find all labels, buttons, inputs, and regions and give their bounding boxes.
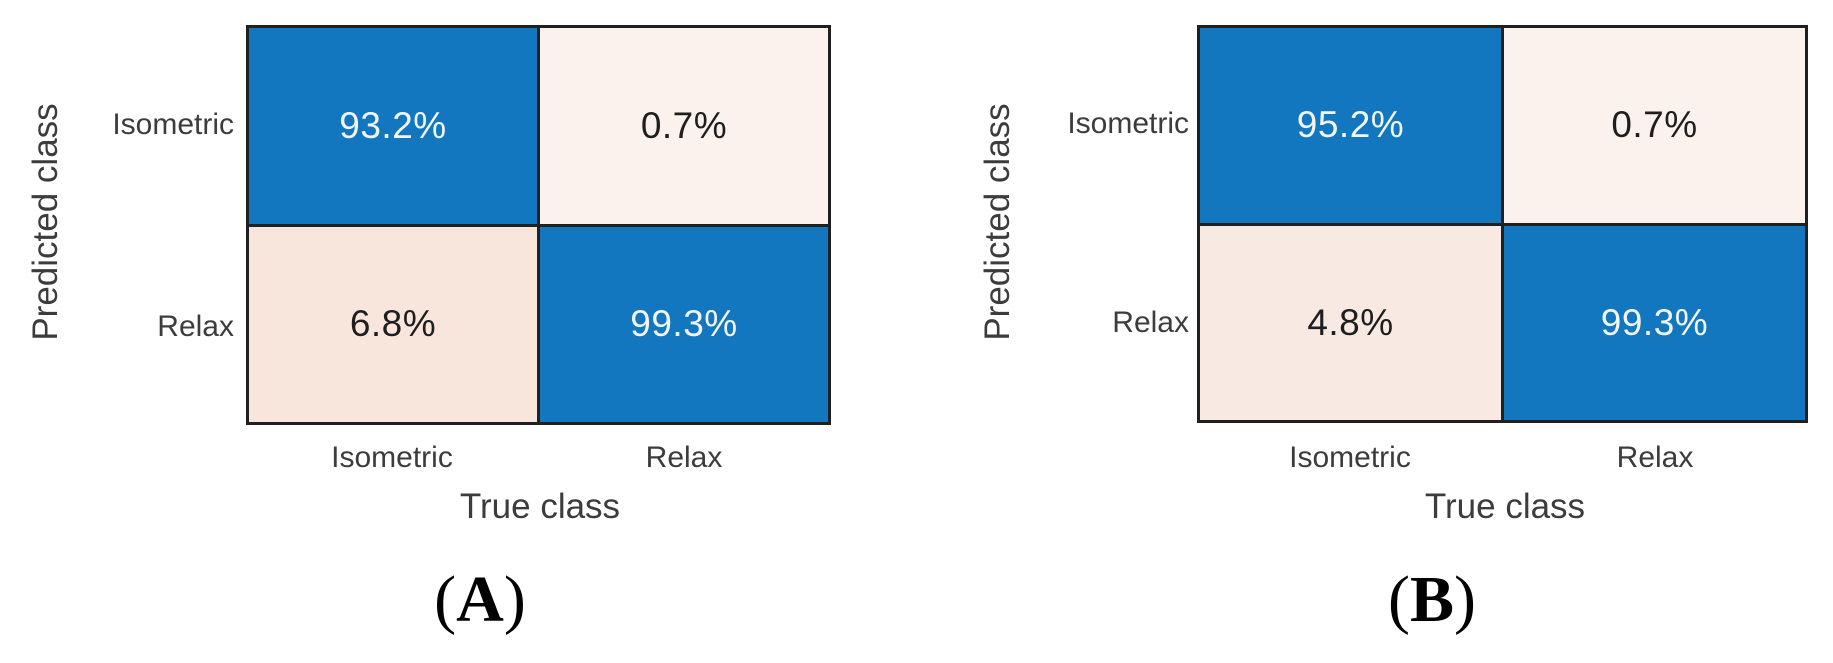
panel-a-cell-isometric-isometric: 93.2% (249, 28, 537, 224)
caption-letter: B (1409, 563, 1455, 636)
panel-b-cell-relax-isometric: 0.7% (1504, 28, 1805, 223)
panel-a-caption: (A) (434, 562, 526, 638)
caption-letter: A (456, 563, 504, 636)
cell-value: 95.2% (1296, 104, 1405, 146)
panel-b-col-label-isometric: Isometric (1289, 441, 1411, 474)
cell-value: 99.3% (1600, 301, 1709, 343)
caption-paren-open: ( (434, 563, 457, 636)
panel-b-cell-isometric-isometric: 95.2% (1200, 28, 1501, 223)
caption-paren-close: ) (503, 563, 526, 636)
panel-a-confusion-matrix: 93.2% 0.7% 6.8% 99.3% (246, 25, 831, 425)
cell-value: 99.3% (630, 303, 738, 345)
panel-b-col-label-relax: Relax (1616, 441, 1694, 474)
panel-b-x-axis-title: True class (1424, 487, 1586, 526)
cell-value: 93.2% (339, 104, 447, 146)
cell-value: 6.8% (349, 303, 437, 345)
cell-value: 0.7% (640, 104, 728, 146)
panel-a-row-label-relax: Relax (157, 310, 234, 343)
panel-a-col-label-relax: Relax (645, 441, 723, 474)
panel-b-cell-isometric-relax: 4.8% (1200, 225, 1501, 420)
panel-a-cell-relax-isometric: 0.7% (540, 28, 828, 224)
panel-a-col-label-isometric: Isometric (331, 441, 453, 474)
cell-value: 4.8% (1307, 301, 1394, 343)
panel-a-x-axis-title: True class (459, 487, 621, 526)
panel-b-row-label-relax: Relax (1112, 306, 1189, 339)
panel-b-confusion-matrix: 95.2% 0.7% 4.8% 99.3% (1197, 25, 1808, 423)
caption-paren-open: ( (1388, 563, 1410, 636)
panel-b-row-label-isometric: Isometric (1067, 107, 1189, 140)
panel-b-caption: (B) (1388, 562, 1476, 638)
panel-b-cell-relax-relax: 99.3% (1504, 225, 1805, 420)
caption-paren-close: ) (1454, 563, 1476, 636)
panel-a-cell-relax-relax: 99.3% (540, 226, 828, 422)
panel-a-row-label-isometric: Isometric (112, 108, 234, 141)
cell-value: 0.7% (1611, 104, 1698, 146)
panel-a-cell-isometric-relax: 6.8% (249, 226, 537, 422)
